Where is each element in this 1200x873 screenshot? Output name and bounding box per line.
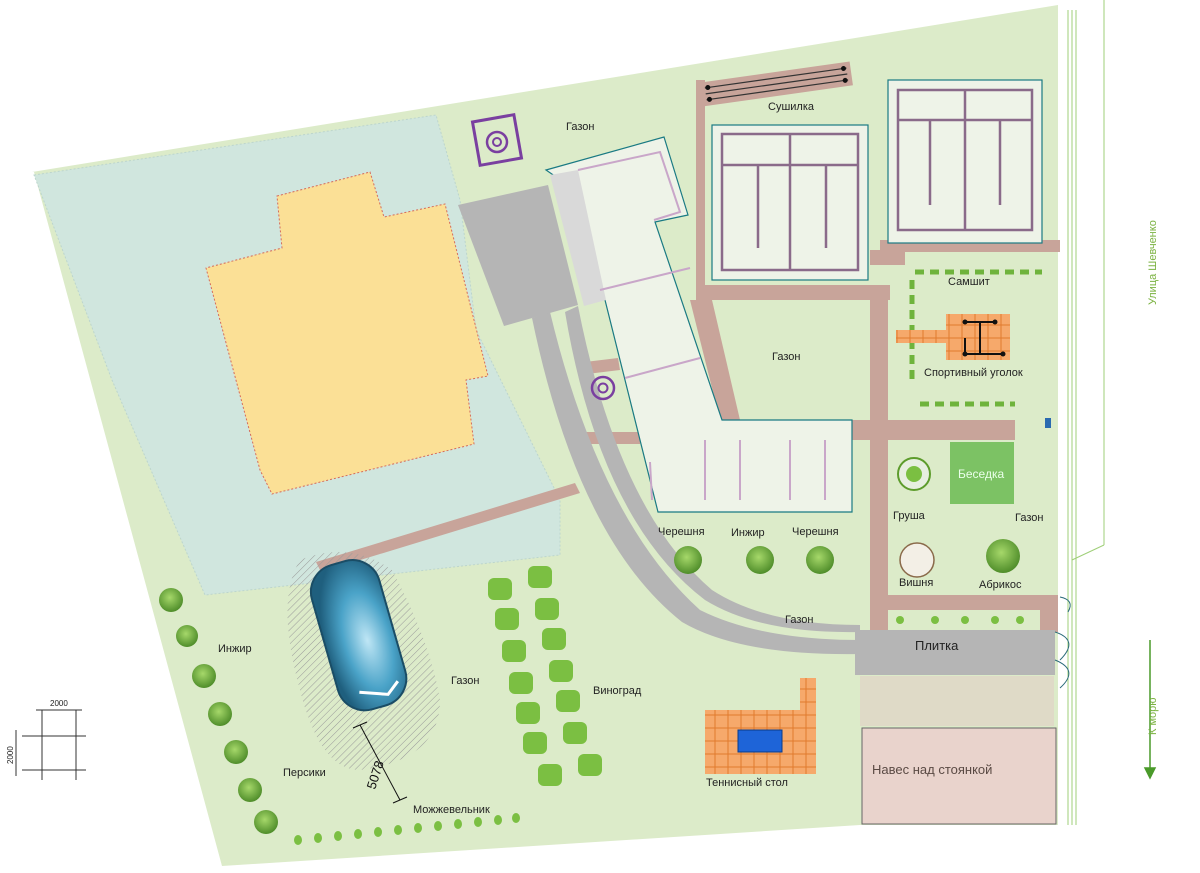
label-street: Улица Шевченко xyxy=(1147,220,1159,305)
outbuilding-2-walls xyxy=(896,88,1034,232)
carport-zone xyxy=(860,676,1054,726)
pool xyxy=(309,559,408,712)
tree-peach-4 xyxy=(238,778,262,802)
tree-peach-2 xyxy=(208,702,232,726)
label-lawn-path: Газон xyxy=(785,614,813,626)
tennis-area xyxy=(705,678,816,774)
carport xyxy=(861,727,1057,825)
grid-h-label: 2000 xyxy=(50,699,68,708)
street-edge xyxy=(1067,0,1105,825)
gates xyxy=(1054,596,1071,689)
label-lawn-top: Газон xyxy=(566,121,594,133)
grid-v-label: 2000 xyxy=(6,746,15,764)
tree-peach-5 xyxy=(254,810,278,834)
tree-pear-inner xyxy=(906,466,922,482)
paths xyxy=(316,80,1060,632)
trees xyxy=(159,457,1020,834)
label-gazebo: Беседка xyxy=(958,467,1004,481)
tree-fig-2a xyxy=(159,588,183,612)
label-dryer: Сушилка xyxy=(768,101,815,113)
label-lawn-mid: Газон xyxy=(772,351,800,363)
label-boxwood: Самшит xyxy=(948,276,990,288)
vineyard xyxy=(488,566,602,786)
label-sport-corner: Спортивный уголок xyxy=(924,367,1023,379)
label-tiles: Плитка xyxy=(915,638,959,653)
label-fig-1: Инжир xyxy=(731,527,765,539)
outbuilding-1-walls xyxy=(720,132,860,272)
dryer-rack xyxy=(699,61,853,107)
house-walls xyxy=(577,150,826,501)
juniper-row xyxy=(294,813,520,845)
house-terrace xyxy=(550,170,606,306)
label-tennis: Теннисный стол xyxy=(706,777,788,789)
label-lawn-pool: Газон xyxy=(451,675,479,687)
label-juniper: Можжевельник xyxy=(413,804,490,816)
tree-peach-3 xyxy=(224,740,248,764)
marker-blue xyxy=(1045,418,1051,428)
driveway xyxy=(458,185,1055,675)
label-fig-2: Инжир xyxy=(218,643,252,655)
tree-fig-2b xyxy=(176,625,198,647)
label-peaches: Персики xyxy=(283,767,326,779)
pool-dimension-line xyxy=(352,721,408,804)
tree-cherry xyxy=(899,542,935,578)
grid-scale xyxy=(15,709,86,780)
label-to-sea: К морю xyxy=(1147,697,1159,735)
sport-corner-tiles xyxy=(896,314,1010,360)
tree-cherry-1 xyxy=(674,546,702,574)
path-shrubs xyxy=(896,616,1024,624)
tree-fig-1 xyxy=(746,546,774,574)
label-pear: Груша xyxy=(893,510,926,522)
tree-cherry-2 xyxy=(806,546,834,574)
main-house xyxy=(544,136,853,513)
tree-apricot xyxy=(986,539,1020,573)
label-cherry-tree: Вишня xyxy=(899,577,933,589)
well-icon xyxy=(470,112,524,168)
label-grapes: Виноград xyxy=(593,685,642,697)
label-cherry-1: Черешня xyxy=(658,526,705,538)
drain-icon xyxy=(590,375,616,401)
label-cherry-2: Черешня xyxy=(792,526,839,538)
sand-area xyxy=(205,171,489,495)
gazebo xyxy=(950,442,1014,504)
tree-peach-1 xyxy=(192,664,216,688)
label-apricot: Абрикос xyxy=(979,579,1022,591)
to-sea-arrow xyxy=(1143,640,1157,780)
label-carport: Навес над стоянкой xyxy=(872,762,992,777)
label-lawn-right: Газон xyxy=(1015,512,1043,524)
